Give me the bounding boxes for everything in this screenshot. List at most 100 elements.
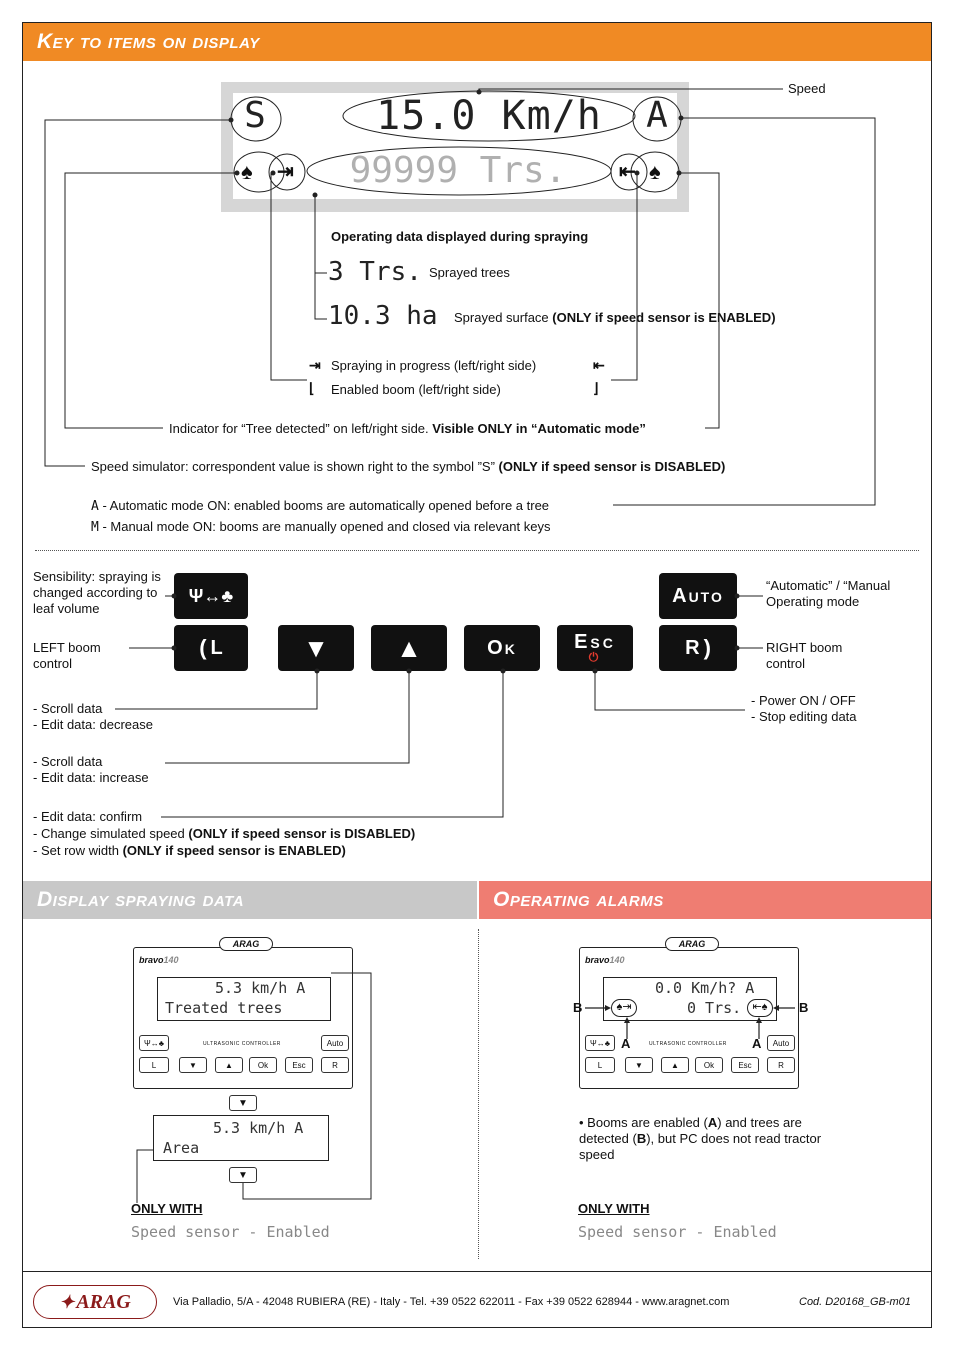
mini-r-esc-key[interactable]: Esc (731, 1057, 759, 1073)
sensibility-key[interactable]: Ψ↔♣ (174, 573, 248, 619)
device-left-subtitle: ULTRASONIC CONTROLLER (203, 1041, 281, 1047)
mini-ok-key[interactable]: Ok (249, 1057, 277, 1073)
down-arrow-icon: ▼ (303, 632, 329, 663)
tree-detected-legend: Indicator for “Tree detected” on left/ri… (169, 421, 646, 437)
auto-key-label: Auto (672, 584, 724, 607)
mini-esc-key[interactable]: Esc (285, 1057, 313, 1073)
device-left-model-name: bravo (139, 955, 164, 965)
up-key[interactable]: ▲ (371, 625, 447, 671)
spray-right-legend-icon: ⇤ (593, 357, 605, 373)
surface-label-line: Sprayed surface (ONLY if speed sensor is… (454, 310, 776, 326)
lcd1-line1: 5.3 km/h A (215, 979, 306, 997)
page-frame: Key to items on display S 15.0 Km/h A 99… (22, 22, 932, 1328)
alarm-label-b-left: B (573, 1000, 583, 1015)
mini-r-up-key[interactable]: ▲ (661, 1057, 689, 1073)
display-only-with: ONLY WITH (131, 1201, 203, 1216)
right-boom-desc: RIGHT boom control (766, 640, 843, 671)
mini-r-down-key[interactable]: ▼ (625, 1057, 653, 1073)
connector-lines (44, 88, 876, 818)
mini-sensibility-key[interactable]: Ψ↔♣ (139, 1035, 169, 1051)
esc-key-label: Esc (574, 631, 616, 653)
auto-text: - Automatic mode ON: enabled booms are a… (98, 498, 550, 513)
down-desc-2: - Edit data: decrease (33, 717, 153, 732)
speed-value: 15.0 Km/h (376, 93, 602, 139)
manual-text: - Manual mode ON: booms are manually ope… (98, 519, 551, 534)
mini-left-key[interactable]: L (139, 1057, 169, 1073)
device-right-brand: ARAG (665, 937, 719, 951)
mini-r-ok-key[interactable]: Ok (695, 1057, 723, 1073)
alarm-label-a-right: A (752, 1036, 762, 1051)
up-arrow-icon: ▲ (396, 632, 422, 663)
alarms-banner: Operating alarms (479, 881, 931, 919)
mini-down-key[interactable]: ▼ (179, 1057, 207, 1073)
right-boom-key[interactable]: R) (659, 625, 737, 671)
boom-left-legend-icon: ⌊ (309, 380, 315, 396)
auto-key[interactable]: Auto (659, 573, 737, 619)
up-desc-2: - Edit data: increase (33, 770, 149, 785)
left-boom-key[interactable]: (L (174, 625, 248, 671)
down-key[interactable]: ▼ (278, 625, 354, 671)
mini-r-auto-key[interactable]: Auto (767, 1035, 795, 1051)
lcd1-line2: Treated trees (165, 999, 283, 1017)
right-spray-icon: ⇤ (619, 161, 636, 183)
stop-edit-desc: - Stop editing data (751, 709, 857, 724)
lcd2-line1: 5.3 km/h A (213, 1119, 304, 1137)
mode-symbol: A (646, 95, 668, 136)
s-symbol: S (244, 95, 266, 136)
sensibility-desc: Sensibility: spraying is changed accordi… (33, 569, 161, 616)
up-desc-1: - Scroll data (33, 754, 103, 769)
mini-up-key[interactable]: ▲ (215, 1057, 243, 1073)
ok-desc-2-text: - Change simulated speed (33, 826, 189, 841)
tree-detected-text: Indicator for “Tree detected” on left/ri… (169, 421, 433, 436)
ok-desc-3-text: - Set row width (33, 843, 123, 858)
device-right-model: bravo140 (585, 955, 625, 965)
trees-label: Sprayed trees (429, 265, 510, 280)
left-boom-desc: LEFT boom control (33, 640, 101, 671)
lcd2-screen (153, 1115, 329, 1161)
alarm-label-a-left: A (621, 1036, 631, 1051)
ok-key[interactable]: Ok (464, 625, 540, 671)
simulator-legend: Speed simulator: correspondent value is … (91, 459, 725, 475)
power-desc: - Power ON / OFF (751, 693, 856, 708)
left-spray-icon: ⇥ (277, 161, 294, 183)
alarm-lcd-line1: 0.0 Km/h? A (655, 979, 755, 997)
alarm-desc-2: ) and trees are detected ( (579, 1115, 802, 1146)
mini-right-key[interactable]: R (321, 1057, 349, 1073)
enabled-boom-legend: Enabled boom (left/right side) (331, 382, 501, 397)
ok-desc-3-note: (ONLY if speed sensor is ENABLED) (122, 843, 346, 858)
footer-divider (23, 1271, 931, 1272)
divider-dots (35, 550, 919, 551)
display-screen (233, 93, 677, 199)
alarm-right-icons: ⇤♠ (747, 999, 773, 1017)
device-left-model-number: 140 (163, 955, 179, 965)
esc-key[interactable]: Esc ⏻ (557, 625, 633, 671)
speed-label: Speed (788, 81, 826, 96)
tree-sensibility-icon: Ψ↔♣ (188, 585, 234, 606)
alarm-description: • Booms are enabled (A) and trees are de… (579, 1115, 839, 1163)
spraying-legend: Spraying in progress (left/right side) (331, 358, 537, 373)
right-bracket-icon: ) (703, 635, 711, 660)
operating-data-title: Operating data displayed during spraying (331, 229, 589, 244)
left-bracket-icon: ( (199, 635, 207, 660)
trees-lcd: 3 Trs. (328, 257, 422, 287)
display-banner: Display spraying data (23, 881, 477, 919)
alarm-desc-b: B (636, 1131, 647, 1146)
lcd2-line2: Area (163, 1139, 200, 1157)
boom-right-legend-icon: ⌋ (593, 380, 599, 396)
device-right-model-name: bravo (585, 955, 610, 965)
down-step-key-2[interactable]: ▼ (229, 1167, 257, 1183)
r-key-label: R (685, 636, 700, 659)
mini-auto-key[interactable]: Auto (321, 1035, 349, 1051)
device-left-model: bravo140 (139, 955, 179, 965)
right-tree-icon: ♠ (649, 159, 661, 184)
ok-desc-1: - Edit data: confirm (33, 809, 143, 824)
footer-code: Cod. D20168_GB-m01 (799, 1296, 911, 1308)
spray-left-legend-icon: ⇥ (309, 357, 321, 373)
mini-r-left-key[interactable]: L (585, 1057, 615, 1073)
device-right-screen (603, 977, 777, 1021)
down-step-key-1[interactable]: ▼ (229, 1095, 257, 1111)
device-left-brand: ARAG (219, 937, 273, 951)
mini-r-right-key[interactable]: R (767, 1057, 795, 1073)
mini-r-sensibility-key[interactable]: Ψ↔♣ (585, 1035, 615, 1051)
alarm-desc-a: A (707, 1115, 718, 1130)
